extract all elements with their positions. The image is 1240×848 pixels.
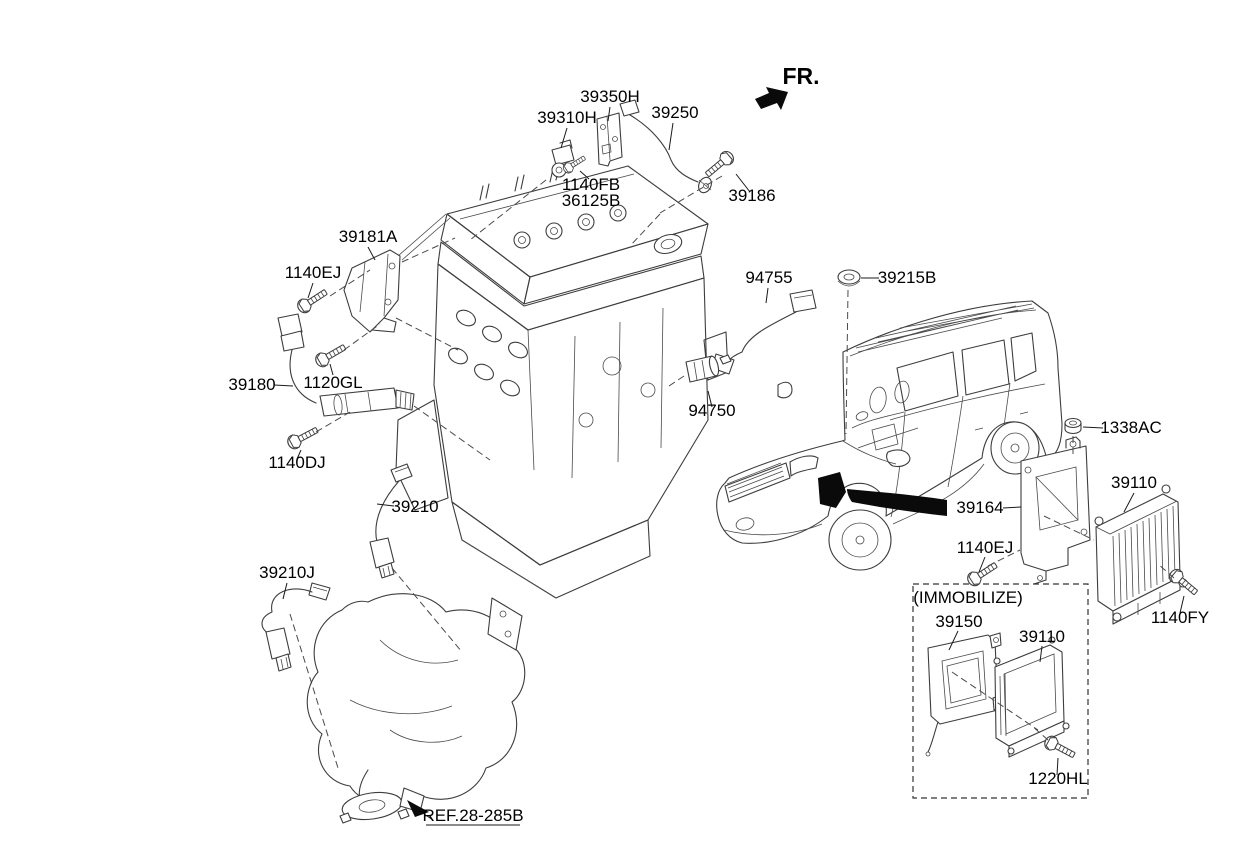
part-label-1120gl: 1120GL <box>303 373 362 392</box>
hood-location-marker <box>818 472 846 508</box>
bolt-icon-1220hl <box>1041 733 1078 762</box>
part-label-1140ej-ecm: 1140EJ <box>957 538 1013 557</box>
part-label-1220hl: 1220HL <box>1028 769 1088 788</box>
part-label-39250: 39250 <box>651 103 698 122</box>
construction-dashed-lines <box>289 175 1175 769</box>
part-label-39181a: 39181A <box>339 227 398 246</box>
car-drawing <box>716 300 1063 571</box>
fr-direction: FR. <box>755 63 820 110</box>
exhaust-manifold-drawing <box>306 593 526 824</box>
heat-shield-drawing-39181a <box>343 249 401 333</box>
oxygen-sensor-drawing-39210 <box>369 463 413 579</box>
nut-drawing-1338ac <box>1064 417 1082 435</box>
ref-callout-label: REF.28-285B <box>422 806 523 825</box>
part-label-39110-ecm: 39110 <box>1111 473 1157 492</box>
ecm-drawing-39110 <box>1094 484 1188 625</box>
part-label-94750: 94750 <box>688 401 735 420</box>
immobilizer-box <box>912 583 1089 799</box>
ecm-bracket-drawing-39164 <box>1020 436 1091 585</box>
sensor-drawing-94750 <box>685 354 732 383</box>
part-label-39180: 39180 <box>228 375 275 394</box>
engine-drawing <box>395 165 729 599</box>
bolt-icon-39186 <box>702 148 737 181</box>
part-label-36125b: 36125B <box>562 191 621 210</box>
part-label-1140ej-shield: 1140EJ <box>285 263 341 282</box>
bolt-icon-1140ej-shield <box>294 285 331 316</box>
ref-callout: REF.28-285B <box>407 800 524 826</box>
part-label-1338ac: 1338AC <box>1100 418 1161 437</box>
leader-lines <box>273 106 1185 776</box>
part-label-39110-immo: 39110 <box>1019 627 1065 646</box>
cam-sensor-drawing-39310h <box>551 139 575 178</box>
part-label-39215b: 39215B <box>878 268 937 287</box>
part-label-1140fy: 1140FY <box>1151 608 1209 627</box>
part-label-39210: 39210 <box>391 497 438 516</box>
immobilizer-bracket-drawing-39150 <box>925 632 1004 757</box>
swoosh-pointer <box>847 489 947 516</box>
knock-sensor-drawing-39180 <box>277 313 415 417</box>
immobilizer-dashed-border <box>912 583 1089 799</box>
part-label-39350h: 39350H <box>580 87 640 106</box>
hood-module-highlight <box>818 472 947 516</box>
part-labels: 39350H 39310H 39250 1140FB 36125B 39186 … <box>228 87 1209 788</box>
grommet-drawing-39215b <box>837 269 861 287</box>
fr-direction-label: FR. <box>782 63 819 89</box>
part-label-94755: 94755 <box>745 268 792 287</box>
part-label-1140fb: 1140FB <box>562 175 620 194</box>
ref-callout-arrow-icon <box>407 800 429 817</box>
oxygen-sensor-drawing-39210j <box>261 582 331 672</box>
part-label-39150: 39150 <box>935 612 982 631</box>
fr-direction-arrow-icon <box>755 87 788 110</box>
part-label-39210j: 39210J <box>259 563 315 582</box>
part-label-39164: 39164 <box>956 498 1003 517</box>
immobilizer-ecm-drawing-39110 <box>993 636 1070 758</box>
sensor-bracket-drawing-39350h <box>596 112 623 167</box>
part-label-39186: 39186 <box>728 186 775 205</box>
immobilizer-caption: (IMMOBILIZE) <box>913 588 1023 607</box>
part-label-1140dj: 1140DJ <box>268 453 325 472</box>
part-label-39310h: 39310H <box>537 108 597 127</box>
cable-drawing-39250 <box>619 99 712 194</box>
bolt-icon-1140dj <box>284 423 321 452</box>
